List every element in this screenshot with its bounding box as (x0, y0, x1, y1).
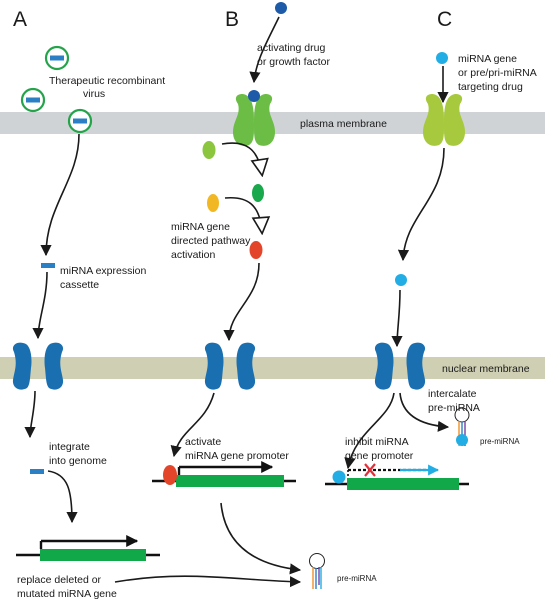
arrow-factor-to-receptor (249, 16, 280, 84)
activate-label-line-1: activate (185, 436, 221, 448)
panel-c-label: C (437, 8, 452, 31)
arrow-receptor-c-to-cytoplasm (397, 147, 445, 262)
pre-mirna-label-bottom: pre-miRNA (337, 574, 377, 583)
intercalate-label-line-2: pre-miRNA (428, 402, 480, 414)
drug-label-b-line-2: or growth factor (257, 56, 330, 68)
signal-molecule-yellow (207, 194, 219, 212)
pathway-label: miRNA gene directed pathway activation (171, 221, 253, 261)
arrow-signal-1 (221, 142, 262, 174)
arrow-nucleus-to-intercalate (399, 392, 450, 432)
arrow-cassette-to-nucleus (32, 271, 48, 340)
inhibit-label-line-2: gene promoter (345, 450, 414, 462)
pre-mirna-hairpin-bottom (309, 553, 325, 589)
cassette-label: miRNA expression cassette (60, 265, 149, 291)
drug-label-c: miRNA gene or pre/pri-miRNA targeting dr… (458, 53, 539, 93)
nuclear-membrane-label: nuclear membrane (442, 363, 530, 375)
targeting-drug-bound-c (456, 434, 468, 446)
nuclear-pore-b (204, 342, 256, 390)
growth-factor-icon (275, 2, 287, 14)
activator-red (163, 465, 177, 485)
arrow-genome-b-to-pre-mirna (220, 502, 302, 575)
targeting-drug-icon (436, 52, 448, 64)
arrow-virus-to-cassette (40, 133, 80, 257)
drug-label-c-line-1: miRNA gene (458, 53, 517, 65)
virus-icon-1 (44, 45, 70, 71)
replace-label: replace deleted or mutated miRNA gene (17, 574, 117, 600)
arrow-integrate-to-genome (47, 470, 78, 524)
inhibit-x-icon (364, 463, 376, 477)
signal-molecule-green (252, 184, 264, 202)
genome-a (16, 535, 160, 561)
activate-label-line-2: miRNA gene promoter (185, 450, 289, 462)
panel-a-label: A (13, 8, 27, 31)
arrow-signal-2 (224, 196, 262, 232)
cassette-label-line-2: cassette (60, 279, 99, 291)
integrate-label: integrate into genome (49, 441, 107, 467)
drug-label-b-line-1: activating drug (257, 42, 325, 54)
cassette-icon-a (41, 263, 55, 268)
cassette-icon-integrate (30, 469, 44, 474)
drug-label-c-line-3: targeting drug (458, 81, 523, 93)
signal-molecule-light-green (202, 141, 216, 159)
virus-label-line-1: Therapeutic recombinant (49, 75, 165, 87)
pathway-label-line-3: activation (171, 249, 216, 261)
virus-label-line-2: virus (83, 88, 105, 100)
arrow-drug-to-nucleus-c (391, 289, 403, 348)
activate-label: activate miRNA gene promoter (185, 436, 289, 462)
arrow-nucleus-to-promoter (170, 392, 215, 458)
pathway-label-line-2: directed pathway (171, 235, 251, 247)
inhibit-label-line-1: inhibit miRNA (345, 436, 409, 448)
pathway-label-line-1: miRNA gene (171, 221, 230, 233)
signal-molecule-red (249, 241, 263, 259)
replace-label-line-1: replace deleted or (17, 574, 102, 586)
panel-b-label: B (225, 8, 239, 31)
replace-label-line-2: mutated miRNA gene (17, 588, 117, 600)
receptor-c (423, 94, 465, 146)
pre-mirna-hairpin-c (454, 407, 470, 446)
cassette-label-line-1: miRNA expression (60, 265, 147, 277)
nuclear-pore-c (374, 342, 426, 390)
pre-mirna-label-c: pre-miRNA (480, 437, 520, 446)
intercalate-label: intercalate pre-miRNA (428, 388, 480, 414)
intercalate-label-line-1: intercalate (428, 388, 477, 400)
virus-label: Therapeutic recombinant virus (49, 75, 168, 100)
arrow-nucleus-to-integrate (24, 390, 36, 439)
drug-label-b: activating drug or growth factor (257, 42, 330, 68)
arrow-nucleus-to-inhibit (344, 392, 395, 470)
arrow-red-to-nucleus (223, 262, 260, 342)
nuclear-pore-a (12, 342, 64, 390)
integrate-label-line-1: integrate (49, 441, 90, 453)
virus-icon-2 (20, 87, 46, 113)
genome-c (325, 463, 469, 490)
integrate-label-line-2: into genome (49, 455, 107, 467)
receptor-b (233, 90, 275, 146)
plasma-membrane-label: plasma membrane (300, 118, 387, 130)
virus-icon-3 (67, 108, 93, 134)
targeting-drug-promoter-c (332, 470, 346, 484)
drug-label-c-line-2: or pre/pri-miRNA (458, 67, 537, 79)
genome-b (152, 461, 296, 487)
targeting-drug-cytoplasm (395, 274, 407, 286)
arrow-replace-to-pre-mirna (114, 575, 302, 588)
inhibit-label: inhibit miRNA gene promoter (345, 436, 414, 462)
